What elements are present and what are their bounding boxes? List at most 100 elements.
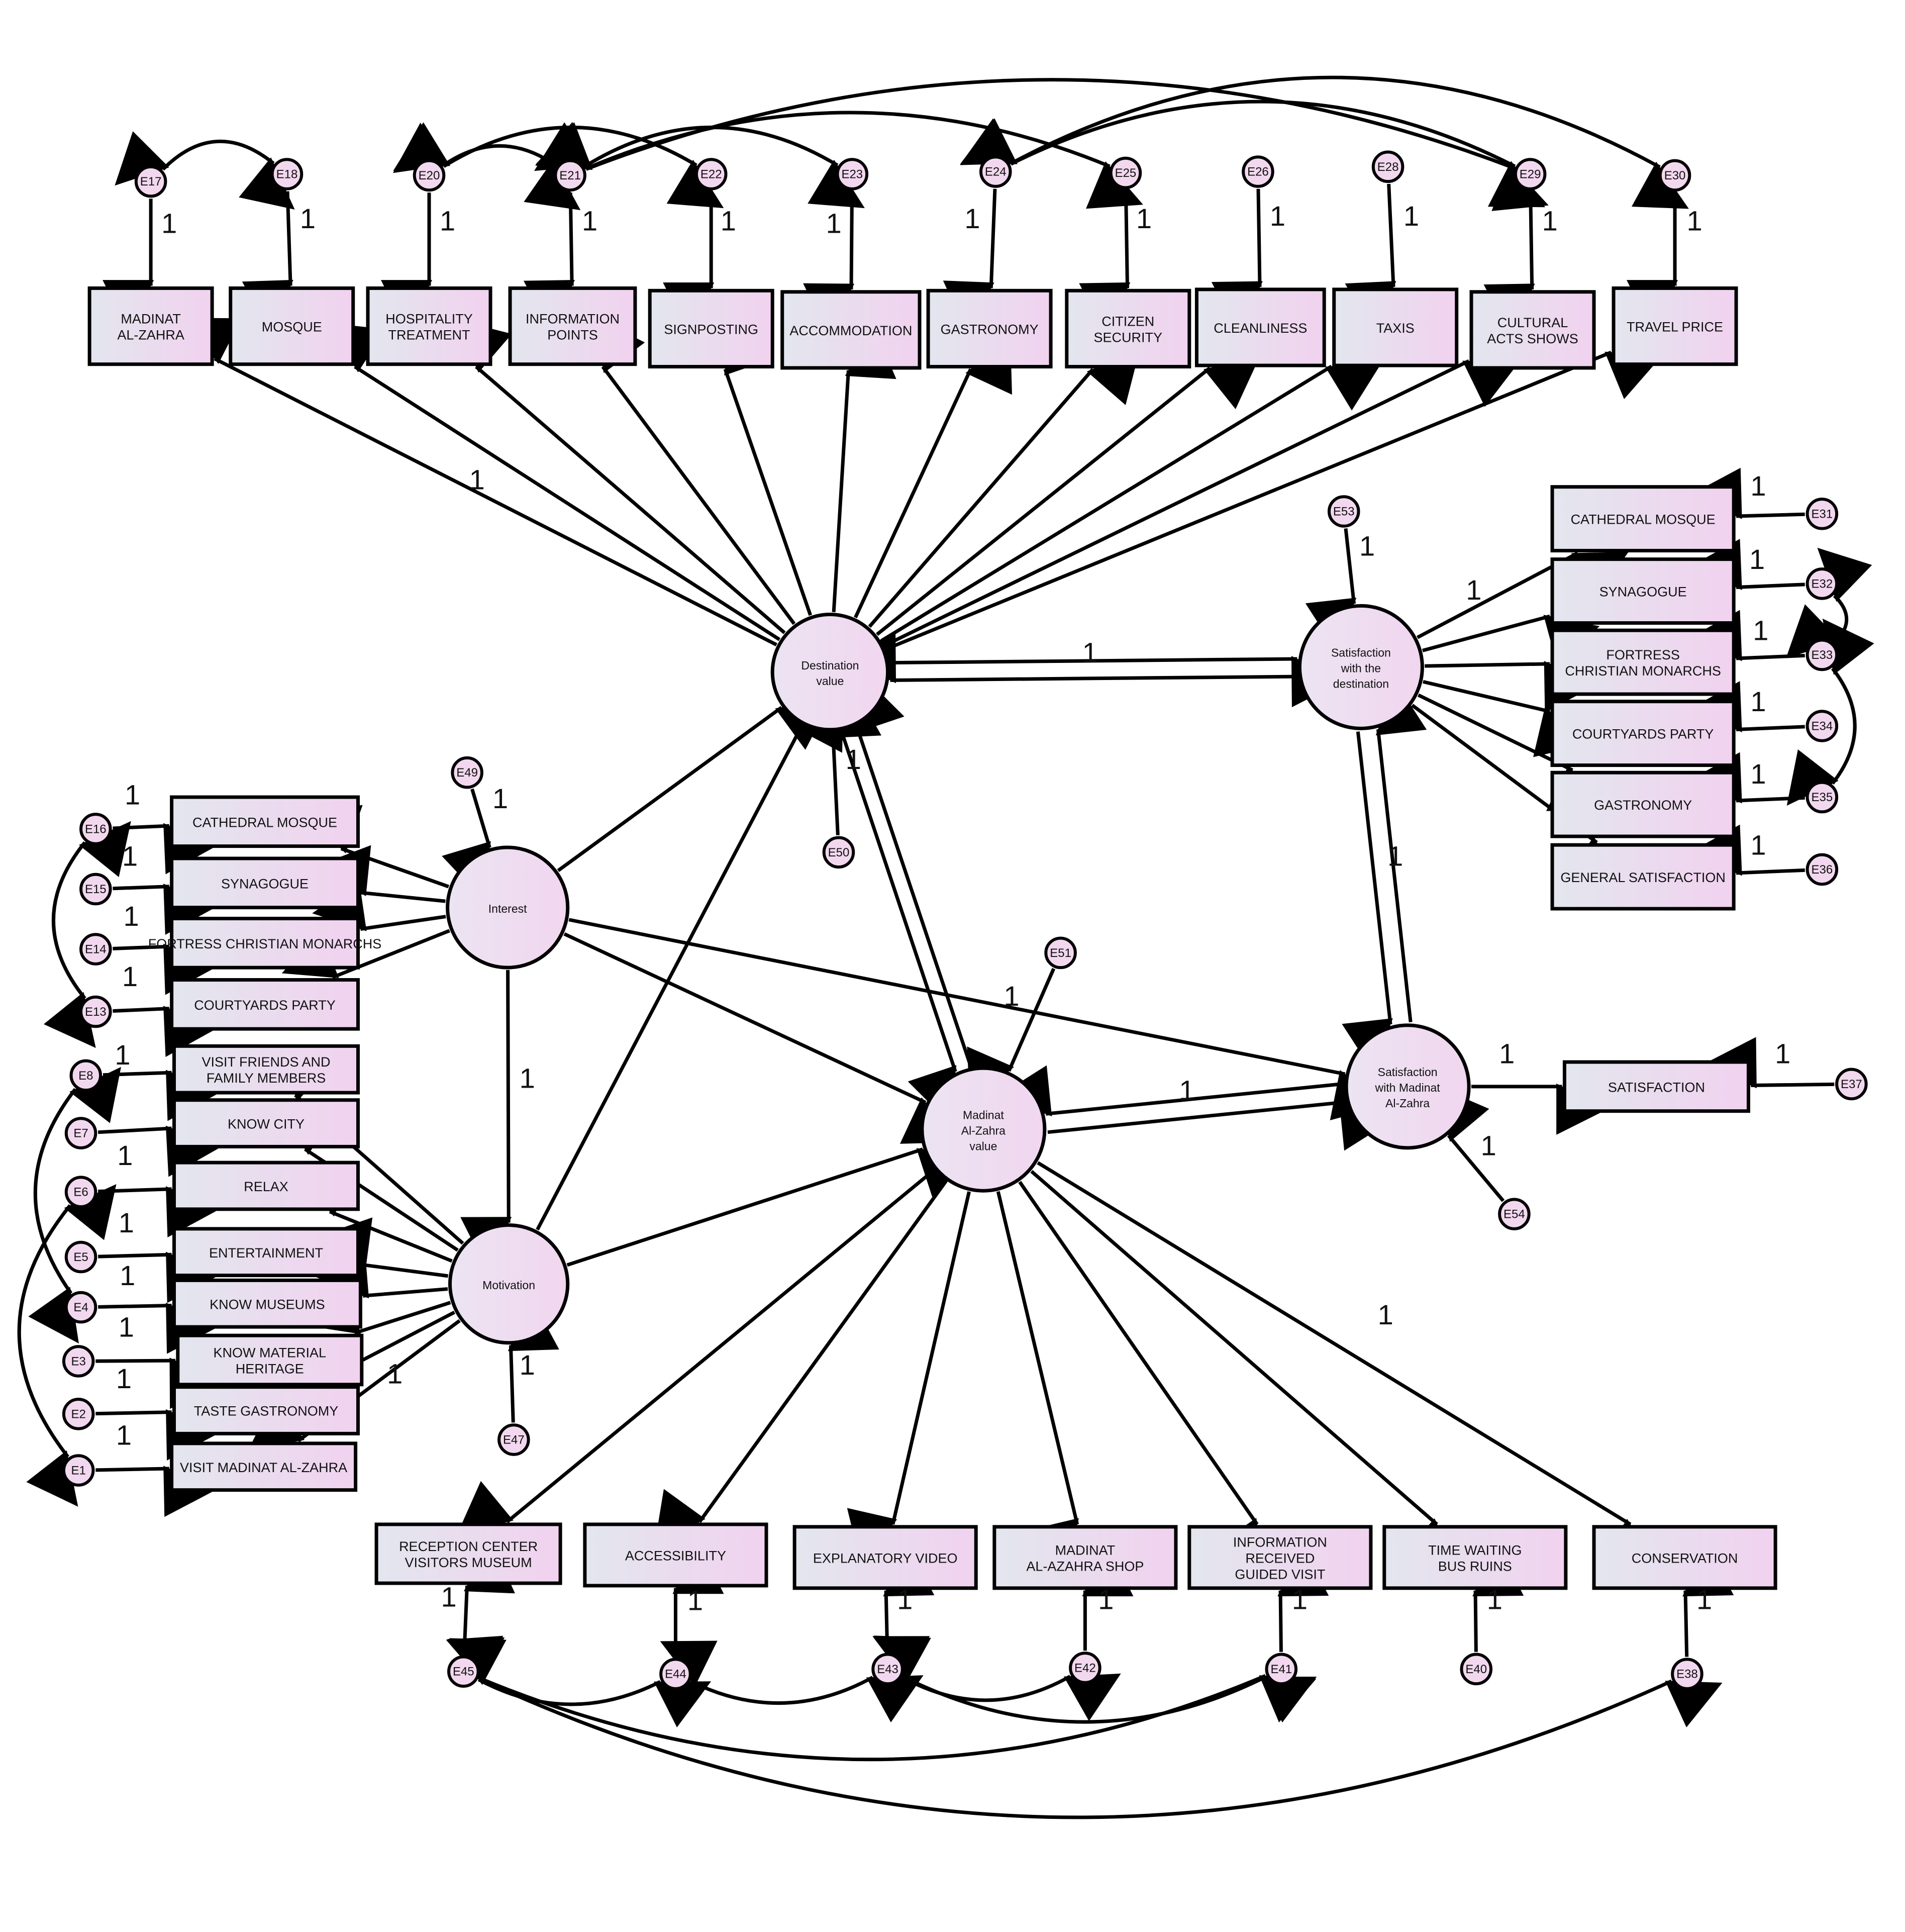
indicator-cleanliness-label: CLEANLINESS [1214,321,1307,336]
indicator-signposting-label: SIGNPOSTING [664,322,758,337]
indicator-madinat-al-zahra-label: MADINAT [121,312,181,327]
loading-dv-t9 [876,357,1260,636]
error-path-e36 [1689,824,1805,876]
error-path-e50 [830,685,882,835]
indicator-reception-center-visitors-museum-box [374,1522,562,1585]
latent-destination-value-label: Destination [801,659,859,672]
indicator-information-received-guided-visit-label: INFORMATION [1233,1534,1327,1550]
error-path-e26 [1211,188,1263,333]
indicator-information-points-label: POINTS [547,328,598,343]
node-layer: MADINATAL-ZAHRAMOSQUEHOSPITALITYTREATMEN… [62,150,1868,1690]
indicator-know-material-heritage-box [176,1333,364,1387]
indicator-citizen-security-label: SECURITY [1094,330,1163,345]
path-satisfaction-madinat-to-satisfaction-dest [1375,682,1427,1022]
error-path-e35 [1689,752,1805,804]
path-layer [95,183,1835,1657]
error-path-e29 [1483,191,1535,336]
loading-mv-b3 [847,1191,971,1564]
error-e17 [134,165,167,198]
indicator-accessibility-box [583,1522,768,1588]
indicator-satisfaction-label: SATISFACTION [1608,1080,1705,1095]
fixed-parameter-label: 1 [120,1260,135,1291]
loading-sd-r4 [1423,680,1589,757]
fixed-parameter-label: 1 [1270,200,1285,232]
error-e13-label: E13 [85,1005,107,1019]
error-e45 [447,1655,480,1688]
error-path-e53 [1305,528,1357,652]
error-e44 [659,1658,692,1690]
fixed-parameter-label: 1 [520,1349,535,1381]
indicator-information-received-guided-visit-label: GUIDED VISIT [1235,1567,1325,1582]
fixed-parameter-label: 1 [964,203,980,234]
indicator-time-waiting-bus-ruins-label: TIME WAITING [1428,1542,1522,1558]
indicator-time-waiting-bus-ruins-box [1382,1525,1568,1590]
loading-dv-t12 [885,350,1662,651]
error-path-e34 [1689,681,1805,733]
path-destination-to-madinat [840,731,957,1122]
loading-dv-t3 [456,320,786,634]
indicator-know-material-heritage [176,1333,364,1387]
fixed-parameter-label: 1 [161,208,177,239]
error-path-e33 [1689,610,1805,661]
error-e32-label: E32 [1811,577,1833,591]
error-path-e21 [523,192,575,332]
error-e24 [979,155,1012,188]
error-path-e51 [967,968,1056,1104]
error-e41 [1265,1653,1298,1686]
indicator-gastronomy [926,288,1053,369]
fixed-parameter-label: 1 [897,1583,913,1615]
path-interest-to-destination [557,699,832,873]
indicator-visit-madinat-al-zahra-label: VISIT MADINAT AL-ZAHRA [180,1460,347,1475]
indicator-fortress-christian-monarchs [1550,628,1736,696]
error-e6-label: E6 [73,1186,88,1199]
latent-satisfaction-with-madinat-al-zahra [1344,1023,1471,1150]
indicator-citizen-security [1065,288,1191,369]
fixed-parameter-label: 1 [115,1039,130,1071]
fixed-parameter-label: 1 [492,783,508,814]
indicator-hospitality-treatment-box [366,286,492,366]
error-e5 [64,1240,97,1274]
error-e37-label: E37 [1841,1078,1862,1091]
error-e4 [64,1291,97,1324]
indicator-relax [172,1161,360,1211]
indicator-visit-friends-and-family-members-label: FAMILY MEMBERS [207,1071,326,1086]
fixed-parameter-label: 1 [582,205,597,237]
indicator-madinat-al-azahra-shop-label: AL-AZAHRA SHOP [1026,1559,1144,1574]
error-e43-label: E43 [877,1663,898,1676]
fixed-parameter-label: 1 [1466,574,1481,606]
indicator-gastronomy-box [1550,770,1736,838]
indicator-gastronomy-label: GASTRONOMY [1594,798,1692,813]
indicator-courtyards-party-box [1550,700,1736,767]
indicator-cathedral-mosque-label: CATHEDRAL MOSQUE [192,815,337,830]
loading-dv-t1 [184,318,777,647]
latent-motivation-label: Motivation [482,1279,535,1292]
indicator-entertainment-box [172,1227,360,1278]
latent-interest-label: Interest [488,902,527,915]
loading-mv-b2 [654,1180,948,1546]
error-e16 [79,813,112,845]
indicator-madinat-al-azahra-shop-label: MADINAT [1055,1542,1116,1558]
loading-mv-b5 [1018,1181,1265,1575]
indicator-cultural-acts-shows [1469,290,1596,370]
path-madinat-to-destination [855,676,973,1067]
error-e47-label: E47 [503,1433,525,1447]
fixed-parameter-label: 1 [469,464,485,496]
indicator-satisfaction [1562,1060,1750,1113]
error-e37 [1835,1068,1868,1101]
covariance-e32-e33 [1785,547,1872,658]
fixed-parameter-label: 1 [520,1062,535,1094]
error-e34 [1806,710,1839,742]
fixed-parameter-label: 1 [1481,1129,1496,1161]
loading-int-i2 [317,845,446,903]
covariance-e44-e43 [660,1640,924,1722]
error-e42 [1069,1652,1101,1684]
error-e22-label: E22 [700,167,722,181]
path-motivation-to-destination [536,695,844,1231]
error-path-e40 [1472,1544,1524,1652]
fixed-parameter-label: 1 [122,840,138,872]
indicator-explanatory-video-box [792,1525,978,1590]
error-e17-label: E17 [140,175,162,188]
loading-sd-r2 [1422,614,1600,664]
error-path-e6 [98,1186,218,1238]
